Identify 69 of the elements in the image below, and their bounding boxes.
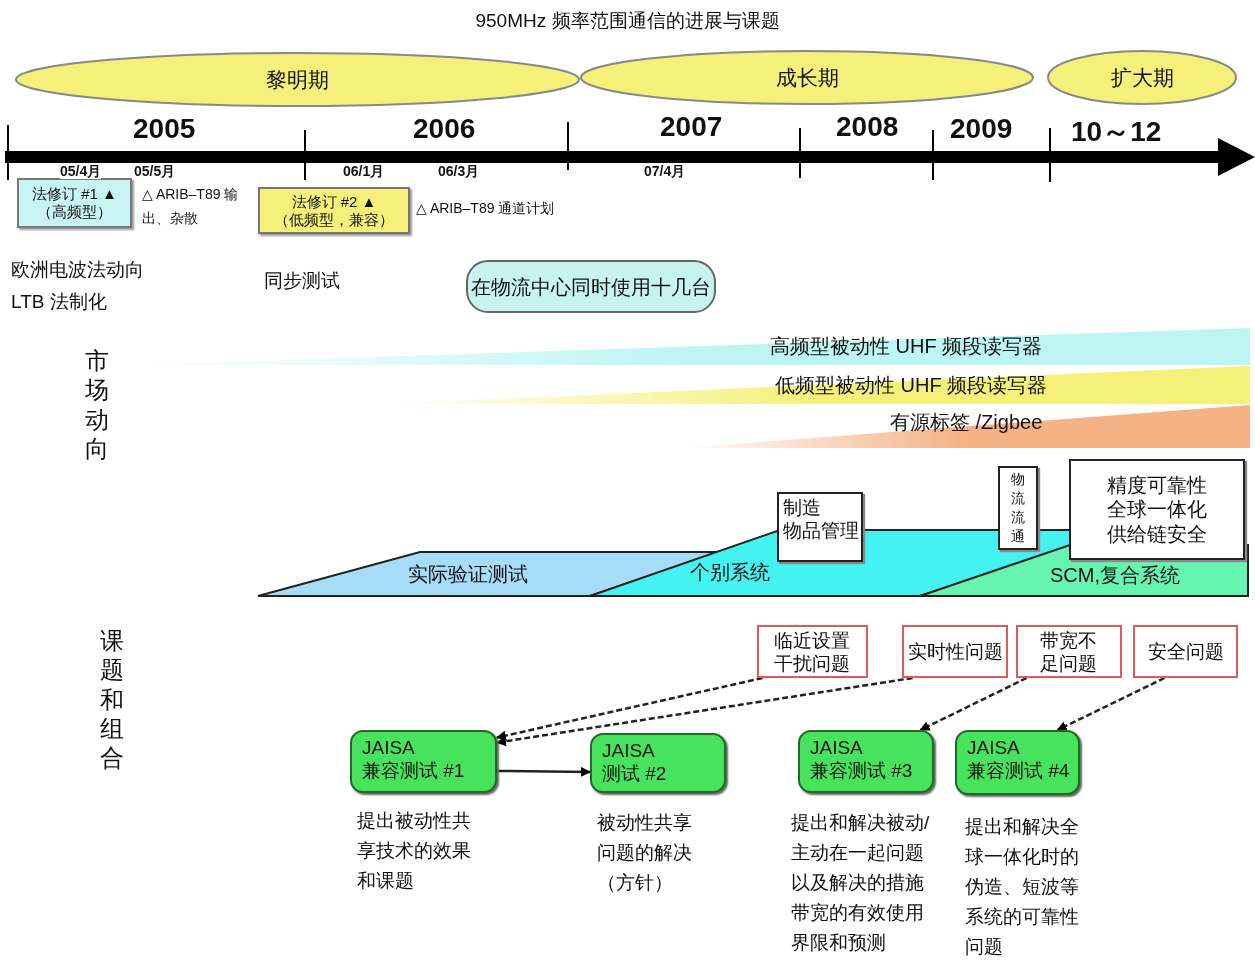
- note-box: [998, 466, 1038, 550]
- note-box: [777, 492, 863, 562]
- test-box: [350, 730, 497, 793]
- section-label: 市场动向: [85, 346, 109, 464]
- month-label: 05/5月: [134, 164, 176, 180]
- box-text: 全球一体化: [1107, 497, 1207, 522]
- issue-box: [1133, 625, 1238, 678]
- test-label: JAISA 兼容测试 #3: [810, 736, 914, 783]
- regulation-text: 法修订 #2 ▲ （低频型，兼容）: [273, 192, 395, 229]
- phase-label: 成长期: [774, 64, 840, 91]
- year-label: 2007: [660, 111, 723, 143]
- issue-text: 临近设置干扰问题: [773, 628, 852, 675]
- test-box: [955, 730, 1080, 795]
- month-label: 06/1月: [343, 164, 385, 180]
- description-text: 提出被动性共享技术的效果和课题: [357, 809, 472, 893]
- band-label: 个别系统: [690, 560, 770, 585]
- arrow: [1056, 676, 1166, 732]
- year-label: 2005: [133, 113, 196, 145]
- month-label: 05/4月: [60, 164, 102, 180]
- box-text: 精度可靠性: [1107, 472, 1207, 498]
- issue-text: 实时性问题: [906, 639, 1004, 664]
- note-box: [1069, 459, 1245, 560]
- arrow: [919, 676, 1028, 732]
- box-text: 制造: [783, 496, 821, 520]
- section-label: 课题和组合: [100, 626, 124, 773]
- issue-box: [1016, 625, 1122, 678]
- note-text: △ ARIB–T89 通道计划: [416, 200, 555, 218]
- issue-box: [902, 625, 1008, 678]
- phase-label: 扩大期: [1109, 64, 1175, 91]
- band-label: SCM,复合系统: [1050, 563, 1180, 588]
- description-text: 提出和解决被动/主动在一起问题以及解决的措施带宽的有效使用界限和预测: [791, 811, 931, 955]
- band-label: 有源标签 /Zigbee: [890, 410, 1043, 435]
- phase-label: 黎明期: [265, 66, 330, 93]
- phase-ellipse: [580, 50, 1034, 105]
- test-box: [590, 733, 726, 793]
- description-text: 被动性共享问题的解决（方针）: [597, 811, 693, 895]
- year-label: 10～12: [1071, 115, 1162, 149]
- phase-ellipse: [15, 52, 580, 107]
- month-label: 06/3月: [438, 164, 480, 180]
- phase-ellipse: [1047, 50, 1237, 105]
- test-label: JAISA 兼容测试 #4: [967, 736, 1071, 783]
- note-text: △ ARIB–T89 输出、杂散: [142, 185, 240, 228]
- arrow: [496, 676, 763, 741]
- test-box: [798, 730, 934, 793]
- rounded-box: [466, 260, 716, 313]
- band-label: 实际验证测试: [408, 562, 528, 587]
- regulation-box: [17, 178, 132, 228]
- box-text: 在物流中心同时使用十几台: [470, 274, 712, 299]
- year-label: 2008: [836, 111, 899, 143]
- note-text: 同步测试: [264, 269, 340, 293]
- year-label: 2006: [413, 113, 476, 145]
- issue-box: [757, 625, 868, 678]
- regulation-box: [258, 187, 410, 234]
- regulation-text: 法修订 #1 ▲ （高频型）: [31, 184, 118, 222]
- description-text: 提出和解决全球一体化时的伪造、短波等系统的可靠性问题: [965, 815, 1080, 959]
- test-label: JAISA 兼容测试 #1: [362, 736, 466, 783]
- band-label: 高频型被动性 UHF 频段读写器: [770, 334, 1043, 359]
- box-text: 物流流通: [1011, 470, 1025, 546]
- month-label: 07/4月: [644, 164, 686, 180]
- test-label: JAISA 测试 #2: [602, 739, 668, 786]
- issue-text: 安全问题: [1146, 639, 1225, 664]
- box-text: 供给链安全: [1107, 521, 1207, 547]
- box-text: 物品管理: [783, 519, 859, 543]
- diagram-title: 950MHz 频率范围通信的进展与课题: [474, 9, 781, 33]
- arrow: [497, 766, 591, 777]
- note-text: 欧洲电波法动向 LTB 法制化: [11, 258, 145, 314]
- arrow: [496, 676, 913, 747]
- year-label: 2009: [950, 113, 1013, 145]
- issue-text: 带宽不足问题: [1039, 628, 1099, 675]
